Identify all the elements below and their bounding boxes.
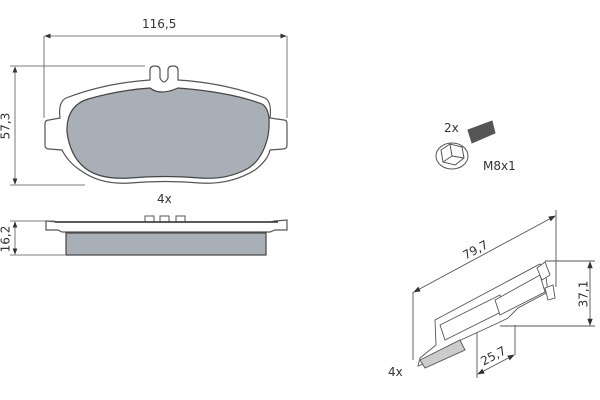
- pad-width-dimension: [43, 33, 288, 118]
- pad-height-label: 57,3: [0, 112, 13, 140]
- bolt-drawing: [435, 120, 496, 170]
- pad-width-label: 116,5: [142, 17, 177, 31]
- clip-drawing: [412, 210, 595, 378]
- pad-thickness-label: 16,2: [0, 225, 13, 253]
- brake-pad-front-view: [44, 65, 288, 184]
- bolt-quantity-label: 2x: [444, 121, 459, 135]
- pad-height-dimension: [10, 65, 145, 186]
- brake-pad-side-view: [10, 215, 288, 256]
- clip-quantity-label: 4x: [388, 365, 403, 379]
- pad-quantity-label: 4x: [157, 192, 172, 206]
- bolt-thread-label: M8x1: [483, 159, 516, 173]
- clip-height-label: 37,1: [576, 280, 591, 308]
